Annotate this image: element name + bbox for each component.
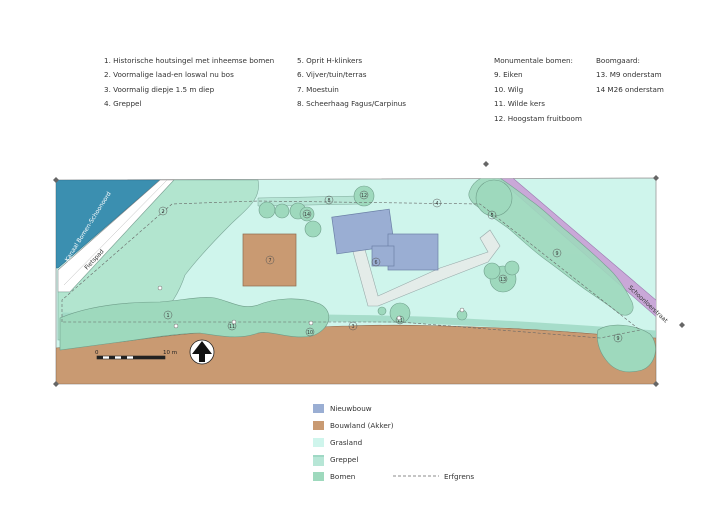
marker-ring-m7: [265, 255, 275, 265]
marker-ring-m8: [324, 195, 334, 205]
property-boundary: [61, 200, 641, 339]
marker-m11b: 11: [397, 318, 403, 324]
legend-item-3: 3. Voormalig diepje 1.5 m diep: [104, 85, 215, 94]
marker-m1: 1: [166, 313, 169, 319]
marker-ring-m5: [487, 210, 497, 220]
marker-m11a: 11: [229, 324, 235, 330]
legend-item-9: 9. Eiken: [494, 70, 523, 79]
driveway: [351, 229, 501, 307]
marker-m12: 12: [361, 193, 367, 199]
marker-m8: 8: [327, 198, 330, 204]
key-label-new-building: Nieuwbouw: [330, 404, 372, 413]
marker-m7: 7: [268, 258, 271, 264]
hedgerow-east: [596, 324, 656, 373]
key-label-ditch: Greppel: [330, 455, 359, 464]
marker-ring-m9b: [613, 333, 623, 343]
marker-ring-m12: [359, 190, 369, 200]
key-label-boundary: Erfgrens: [444, 472, 475, 481]
canal: [56, 179, 161, 269]
marker-m13: 13: [500, 277, 506, 283]
scale-end: 10 m: [163, 350, 177, 356]
legend-item-6: 6. Vijver/tuin/terras: [297, 70, 367, 79]
marker-ring-m2: [158, 206, 168, 216]
numbered-legend: 1. Historische houtsingel met inheemse b…: [0, 0, 720, 140]
marker-ring-m10: [305, 327, 315, 337]
marker-m14: 14: [304, 212, 310, 218]
key-swatch-trees: [313, 472, 324, 481]
marker-ring-m14: [302, 209, 312, 219]
scale-bar: 0 10 m: [95, 350, 177, 360]
key-swatch-grassland: [313, 438, 324, 447]
legend-item-11: 11. Wilde kers: [494, 99, 545, 108]
marker-ring-m6: [371, 257, 381, 267]
marker-m9a: 9: [555, 251, 558, 257]
key-label-trees: Bomen: [330, 472, 356, 481]
legend-item-1: 1. Historische houtsingel met inheemse b…: [104, 56, 275, 65]
key-label-farmland: Bouwland (Akker): [330, 421, 394, 430]
legend-item-4: 4. Greppel: [104, 99, 142, 108]
new-buildings: [331, 208, 439, 271]
legend-item-12: 12. Hoogstam fruitboom: [494, 114, 582, 123]
marker-ring-m3: [348, 321, 358, 331]
marker-ring-m13: [498, 274, 508, 284]
legend-item-13: 13. M9 onderstam: [596, 70, 662, 79]
legend-item-2: 2. Voormalige laad-en loswal nu bos: [104, 70, 234, 79]
corner-markers: [53, 161, 685, 387]
marker-m2: 2: [161, 209, 164, 215]
legend-item-14: 14 M26 onderstam: [596, 85, 664, 94]
legend-col4-title: Boomgaard:: [596, 56, 640, 65]
scale-start: 0: [95, 350, 99, 356]
marker-m3: 3: [351, 324, 354, 330]
marker-ring-m1: [163, 310, 173, 320]
marker-m4: 4: [435, 201, 438, 207]
legend-item-5: 5. Oprit H-klinkers: [297, 56, 363, 65]
marker-m5: 5: [490, 213, 493, 219]
hedge-north: [257, 195, 361, 207]
vegetable-garden: [242, 233, 297, 287]
legend-item-10: 10. Wilg: [494, 85, 524, 94]
marker-ring-m9a: [552, 248, 562, 258]
key-swatch-new-building: [313, 404, 324, 413]
marker-m6: 6: [374, 260, 377, 266]
north-arrow-icon: [189, 339, 215, 365]
legend-item-8: 8. Scheerhaag Fagus/Carpinus: [297, 99, 407, 108]
key-swatch-boundary: [393, 475, 439, 477]
hedgerow-south: [59, 297, 330, 351]
legend-item-7: 7. Moestuin: [297, 85, 339, 94]
legend-col3-title: Monumentale bomen:: [494, 56, 573, 65]
marker-m9b: 9: [616, 336, 619, 342]
oak-belt: [468, 178, 634, 316]
key-swatch-farmland: [313, 421, 324, 430]
marker-m10: 10: [307, 330, 313, 336]
key-label-grassland: Grasland: [330, 438, 363, 447]
key-swatch-ditch: [313, 455, 324, 466]
marker-ring-m4: [432, 198, 442, 208]
